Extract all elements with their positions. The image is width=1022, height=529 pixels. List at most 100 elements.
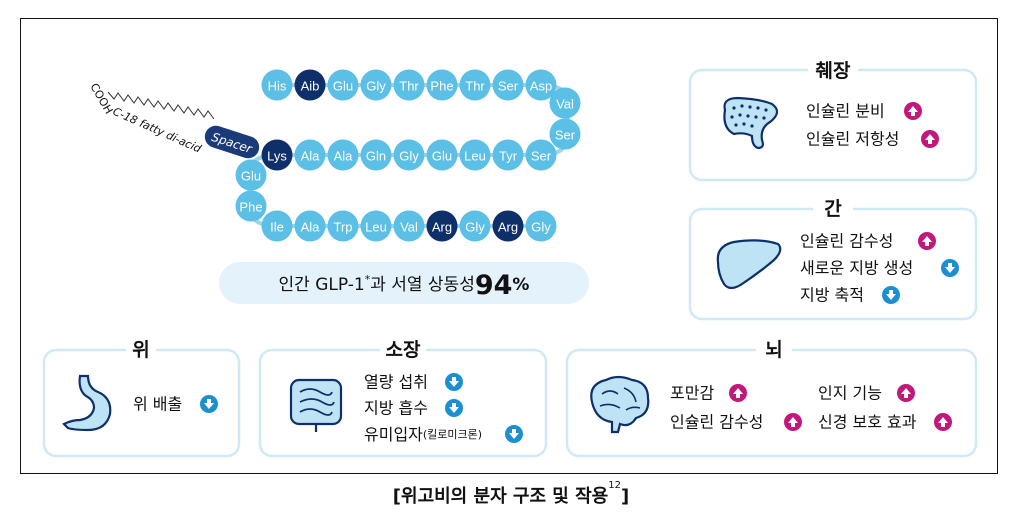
- intestine-item-3-label: 유미입자: [364, 425, 423, 444]
- acid-end-label: COOH: [87, 81, 115, 116]
- down-arrow-icon: [505, 425, 523, 443]
- residue-circle: [294, 210, 326, 242]
- liver-item-3: 지방 축적: [800, 286, 864, 305]
- residue-label: Asp: [530, 79, 552, 94]
- residue-label: Val: [400, 220, 418, 235]
- panel-title-intestine: 소장: [386, 339, 421, 361]
- residue-gly: Gly: [360, 69, 392, 101]
- residue-ser: Ser: [492, 69, 524, 101]
- residue-lys: Lys: [261, 139, 293, 171]
- residue-phe: Phe: [426, 69, 458, 101]
- up-arrow-icon: [904, 102, 922, 120]
- residue-gly: Gly: [525, 210, 557, 242]
- residue-circle: [360, 69, 392, 101]
- stomach-item-1: 위 배출: [133, 395, 182, 414]
- residue-circle: [327, 69, 359, 101]
- residue-label: Arg: [432, 220, 452, 235]
- residue-circle: [393, 139, 425, 171]
- residue-circle: [492, 139, 524, 171]
- panel-title-pancreas: 췌장: [816, 60, 851, 82]
- residue-glu: Glu: [235, 159, 267, 191]
- residue-label: Phe: [430, 79, 453, 94]
- residue-ile: Ile: [261, 210, 293, 242]
- residue-label: Ala: [301, 220, 321, 235]
- residue-aib: Aib: [294, 69, 326, 101]
- pancreas-icon: [723, 96, 779, 150]
- residue-val: Val: [549, 87, 581, 119]
- up-arrow-icon: [897, 384, 915, 402]
- brain-item-3: 인지 기능: [818, 384, 882, 403]
- down-arrow-icon: [200, 395, 218, 413]
- residue-label: Ser: [555, 128, 576, 143]
- panel-pancreas: 췌장 인슐린 분비 인슐린 저항성: [688, 60, 978, 182]
- liver-item-2: 새로운 지방 생성: [800, 259, 913, 278]
- residue-val: Val: [393, 210, 425, 242]
- residue-glu: Glu: [327, 69, 359, 101]
- residue-circle: [426, 210, 458, 242]
- residue-ala: Ala: [327, 139, 359, 171]
- panel-title-liver: 간: [824, 198, 842, 220]
- down-arrow-icon: [445, 373, 463, 391]
- residue-label: Thr: [399, 79, 419, 94]
- residue-circle: [393, 210, 425, 242]
- residue-arg: Arg: [492, 210, 524, 242]
- residue-label: Tyr: [499, 149, 518, 164]
- caption-text: [위고비의 분자 구조 및 작용: [392, 486, 609, 507]
- residue-circle: [459, 139, 491, 171]
- residue-circle: [426, 139, 458, 171]
- homology-pill: 인간 GLP-1*과 서열 상동성94%: [219, 262, 589, 304]
- residue-gly: Gly: [393, 139, 425, 171]
- residue-his: His: [261, 69, 293, 101]
- residue-label: Ser: [498, 79, 519, 94]
- brain-item-1: 포만감: [670, 384, 714, 403]
- figure-caption: [위고비의 분자 구조 및 작용12]: [0, 480, 1022, 508]
- intestine-icon: [289, 378, 343, 432]
- brain-item-2: 인슐린 감수성: [670, 413, 763, 432]
- residue-label: Gly: [399, 149, 419, 164]
- panel-brain: 뇌 포만감 인슐린 감수성 인지 기능 신경 보호 효과: [565, 339, 978, 458]
- brain-item-4: 신경 보호 효과: [818, 413, 917, 432]
- residue-label: Glu: [432, 149, 452, 164]
- up-arrow-icon: [729, 384, 747, 402]
- residue-circle: [525, 69, 557, 101]
- residue-circle: [327, 210, 359, 242]
- residue-circle: [549, 118, 581, 150]
- residue-label: Phe: [239, 200, 262, 215]
- residue-circle: [549, 87, 581, 119]
- residue-circle: [261, 69, 293, 101]
- homology-unit: %: [512, 275, 529, 295]
- fatty-acid-chain: [107, 91, 215, 120]
- residue-label: Trp: [333, 220, 352, 235]
- homology-text: 인간 GLP-1: [279, 275, 365, 295]
- residue-label: Gly: [465, 220, 485, 235]
- residue-phe: Phe: [235, 190, 267, 222]
- liver-item-1: 인슐린 감수성: [800, 232, 893, 251]
- pancreas-item-1: 인슐린 분비: [806, 102, 885, 121]
- residue-circle: [525, 139, 557, 171]
- panel-stomach: 위 위 배출: [42, 339, 241, 458]
- residue-circle: [261, 139, 293, 171]
- residue-label: Glu: [333, 79, 353, 94]
- spacer-pill: Spacer: [204, 125, 260, 159]
- down-arrow-icon: [882, 286, 900, 304]
- panel-liver: 간 인슐린 감수성 새로운 지방 생성 지방 축적: [688, 198, 978, 321]
- residue-thr: Thr: [459, 69, 491, 101]
- residue-circle: [492, 69, 524, 101]
- panel-intestine: 소장 열량 섭취 지방 흡수 유미입자(킬로미크론): [258, 339, 548, 458]
- residue-label: Aib: [301, 79, 320, 94]
- up-arrow-icon: [784, 413, 802, 431]
- residue-trp: Trp: [327, 210, 359, 242]
- residue-label: Ser: [531, 149, 552, 164]
- fatty-acid-label: C-18 fatty di-acid: [111, 105, 204, 156]
- residue-ser: Ser: [525, 139, 557, 171]
- residue-circle: [294, 139, 326, 171]
- panel-title-brain: 뇌: [765, 339, 782, 361]
- homology-value: 94: [475, 270, 513, 301]
- residue-label: Ile: [270, 220, 284, 235]
- up-arrow-icon: [934, 413, 952, 431]
- residue-ala: Ala: [294, 139, 326, 171]
- liver-icon: [716, 239, 782, 290]
- residue-gln: Gln: [360, 139, 392, 171]
